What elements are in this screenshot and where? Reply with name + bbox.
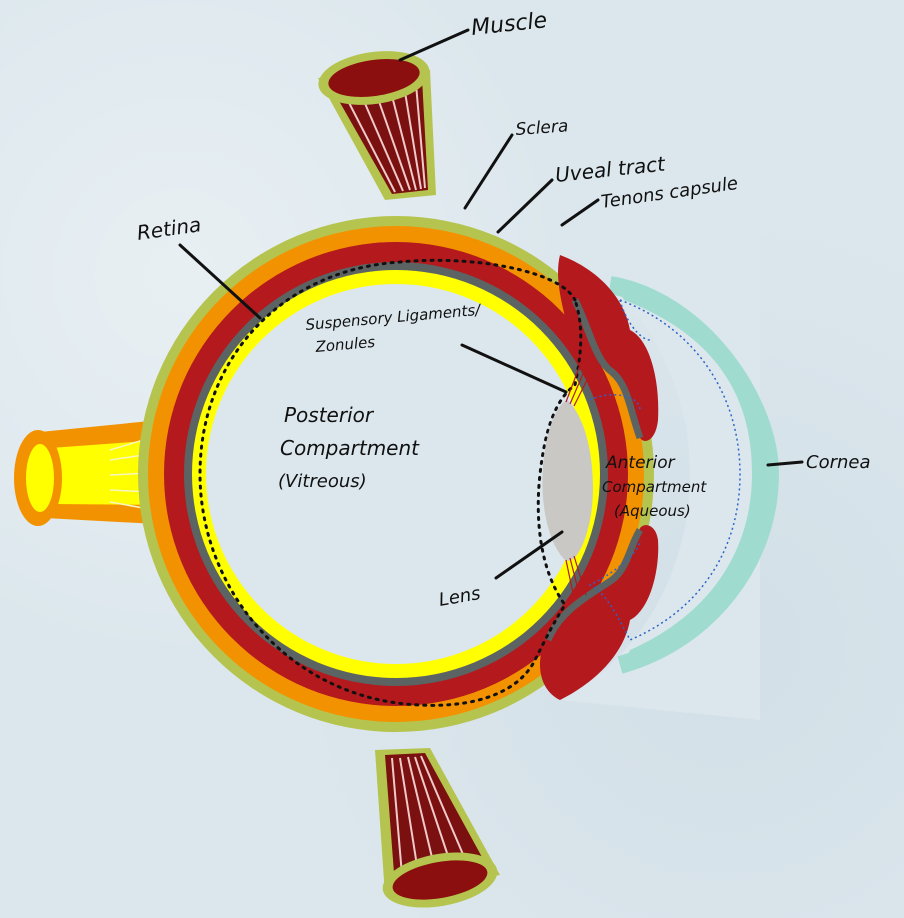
muscle-leader [400,30,468,60]
label-posterior-2: Compartment [280,436,420,460]
label-posterior-1: Posterior [284,403,375,427]
label-anterior-1: Anterior [605,453,676,473]
bottom-muscle [375,748,502,916]
label-retina: Retina [135,212,202,245]
tenons-leader [562,200,598,225]
label-anterior-2: Compartment [602,478,707,496]
label-cornea: Cornea [806,452,871,473]
label-muscle: Muscle [470,8,548,41]
sclera-leader [465,135,512,208]
label-anterior-3: (Aqueous) [614,502,691,520]
label-posterior-3: (Vitreous) [278,471,367,492]
uveal-leader [498,180,552,232]
label-sclera: Sclera [515,116,569,140]
label-uveal-tract: Uveal tract [554,151,667,186]
top-muscle [315,44,436,200]
